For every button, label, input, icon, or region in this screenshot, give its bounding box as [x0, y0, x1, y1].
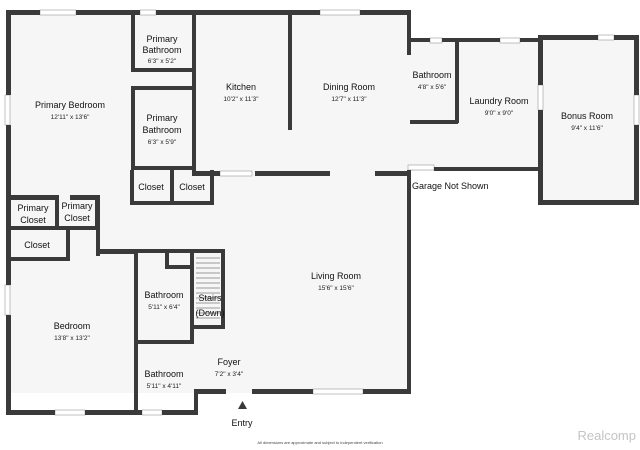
realcomp-watermark: Realcomp: [577, 428, 636, 443]
bathroom-low-name: Bathroom: [144, 369, 183, 379]
primary-bath-2-dim: 6'3" x 5'9": [148, 139, 177, 146]
primary-bath-1-name-line2: Bathroom: [142, 45, 181, 55]
living-room-dim: 15'6" x 15'6": [318, 285, 354, 292]
bonus-room-name: Bonus Room: [561, 111, 613, 121]
foyer-dim: 7'2" x 3'4": [215, 371, 244, 378]
kitchen-dim: 10'2" x 11'3": [223, 96, 259, 103]
primary-closet-1-line1: Primary: [18, 203, 49, 213]
stair-treads: [196, 257, 220, 319]
stairs-line2: (Down): [195, 308, 224, 318]
closet-a-name: Closet: [138, 182, 164, 192]
disclaimer: All dimensions are approximate and subje…: [257, 440, 382, 445]
primary-bath-1-name-line1: Primary: [147, 34, 178, 44]
bathroom-mid-dim: 5'11" x 6'4": [148, 304, 180, 311]
triangle-up-icon: [238, 401, 247, 409]
living-room-name: Living Room: [311, 271, 361, 281]
garage-note: Garage Not Shown: [412, 181, 489, 191]
bathroom-upper-dim: 4'8" x 5'6": [418, 84, 447, 91]
bedroom-dim: 13'8" x 13'2": [54, 335, 90, 342]
bathroom-upper-name: Bathroom: [412, 70, 451, 80]
walls: [6, 10, 639, 415]
primary-closet-2-line2: Closet: [64, 213, 90, 223]
primary-closet-1-line2: Closet: [20, 215, 46, 225]
dining-room-dim: 12'7" x 11'3": [331, 96, 367, 103]
laundry-room-name: Laundry Room: [469, 96, 528, 106]
primary-bath-1-dim: 6'3" x 5'2": [148, 58, 177, 65]
closet-c-name: Closet: [24, 240, 50, 250]
dining-room-name: Dining Room: [323, 82, 375, 92]
stairs-line1: Stairs: [198, 293, 222, 303]
floor-fills: [8, 13, 635, 393]
primary-bath-2-name-line2: Bathroom: [142, 125, 181, 135]
kitchen-name: Kitchen: [226, 82, 256, 92]
room-labels: Primary Bedroom 12'11" x 13'6" Primary B…: [18, 34, 614, 390]
foyer-name: Foyer: [217, 357, 240, 367]
bonus-room-dim: 9'4" x 11'6": [571, 125, 603, 132]
bedroom-name: Bedroom: [54, 321, 91, 331]
bathroom-mid-name: Bathroom: [144, 290, 183, 300]
laundry-room-dim: 9'0" x 9'0": [485, 110, 514, 117]
primary-bedroom-dim: 12'11" x 13'6": [51, 114, 90, 121]
closet-b-name: Closet: [179, 182, 205, 192]
primary-bath-2-name-line1: Primary: [147, 113, 178, 123]
bathroom-low-dim: 5'11" x 4'11": [147, 383, 182, 390]
primary-bedroom-name: Primary Bedroom: [35, 100, 105, 110]
entry-label: Entry: [231, 418, 253, 428]
primary-closet-2-line1: Primary: [62, 201, 93, 211]
